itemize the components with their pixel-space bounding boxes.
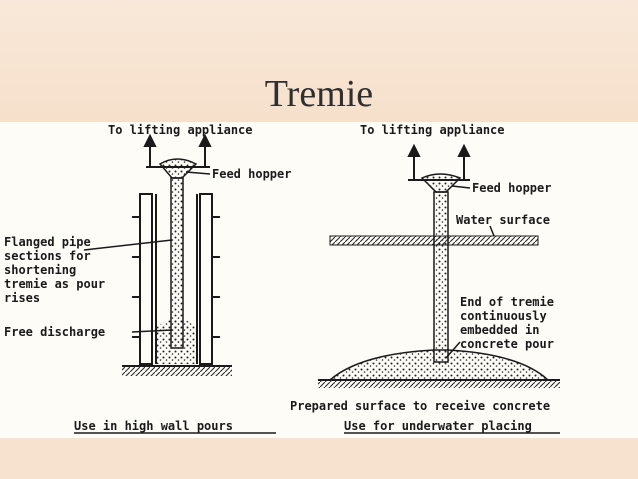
left-pipe-label-line-5: rises (4, 291, 40, 305)
left-pipe-label-line-4: tremie as pour (4, 277, 105, 291)
tremie-figure: To lifting appliance Feed hopper (0, 122, 638, 438)
left-lift-arrows (143, 133, 212, 168)
left-formwork-left (139, 193, 153, 365)
left-ground (122, 366, 232, 376)
left-discharge-label: Free discharge (4, 325, 105, 339)
right-end-label: End of tremie continuously embedded in c… (460, 295, 554, 351)
right-end-label-line-4: concrete pour (460, 337, 554, 351)
right-end-label-line-1: End of tremie (460, 295, 554, 309)
right-water-label: Water surface (456, 213, 550, 227)
left-diagram: To lifting appliance Feed hopper (4, 123, 291, 434)
right-concrete-pour (327, 349, 550, 381)
right-top-label: To lifting appliance (360, 123, 505, 137)
slide-title: Tremie (264, 73, 374, 115)
left-concrete-pour (157, 318, 196, 364)
right-diagram: To lifting appliance Feed hopper Water s… (290, 123, 560, 434)
right-end-label-line-2: continuously (460, 309, 547, 323)
left-formwork-right (199, 193, 213, 365)
left-top-label: To lifting appliance (108, 123, 253, 137)
right-hopper-label: Feed hopper (472, 181, 551, 195)
left-pipe-label-line-2: sections for (4, 249, 91, 263)
left-pipe-label: Flanged pipe sections for shortening tre… (4, 235, 105, 305)
left-pipe-label-line-1: Flanged pipe (4, 235, 91, 249)
right-ground (318, 380, 560, 388)
right-tremie-pipe (433, 191, 449, 363)
right-feed-hopper (420, 173, 462, 193)
right-surface-label: Prepared surface to receive concrete (290, 399, 550, 413)
slide-header (0, 0, 638, 122)
left-pipe-label-line-3: shortening (4, 263, 76, 277)
right-caption: Use for underwater placing (344, 419, 532, 433)
tremie-diagram-svg: To lifting appliance Feed hopper (4, 123, 560, 434)
right-end-label-line-3: embedded in (460, 323, 539, 337)
slide-footer (0, 438, 638, 479)
left-form-ties (132, 216, 220, 338)
left-hopper-label: Feed hopper (212, 167, 291, 181)
left-caption: Use in high wall pours (74, 419, 233, 433)
left-feed-hopper (158, 158, 198, 179)
